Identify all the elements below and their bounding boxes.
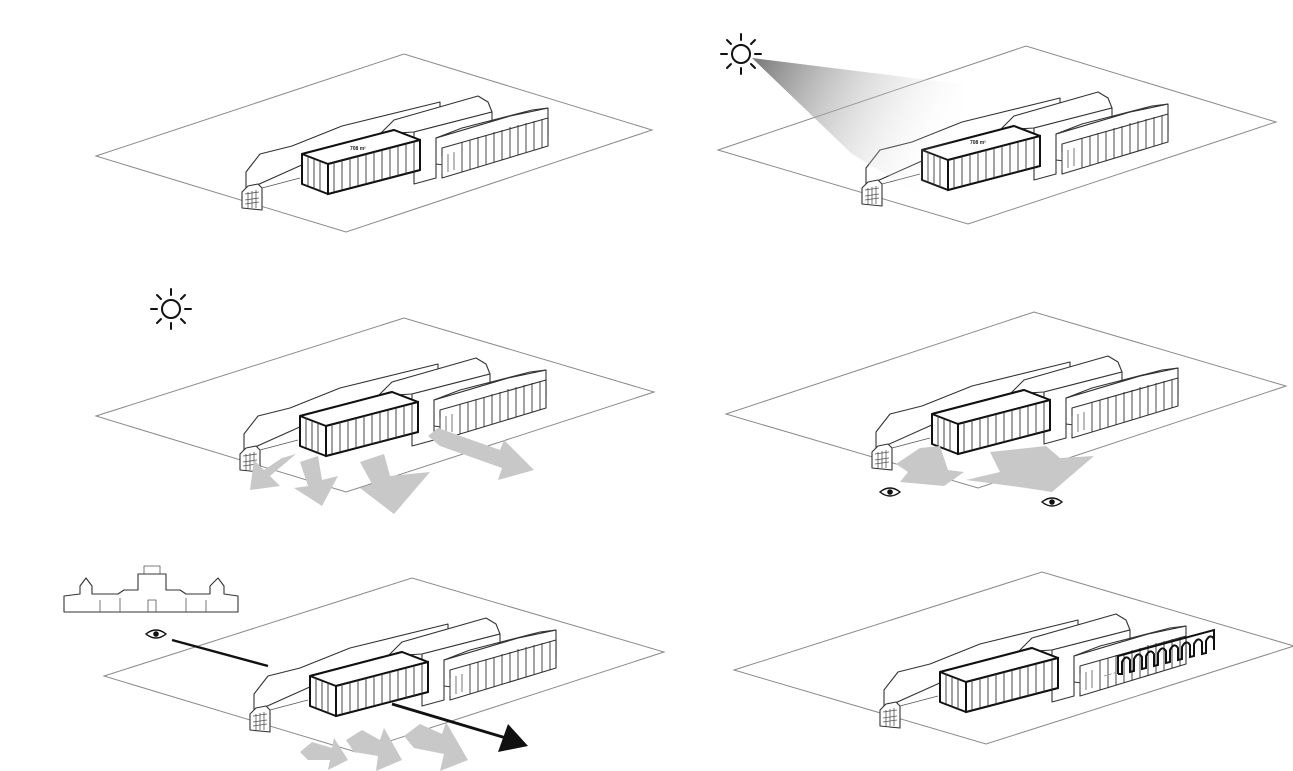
area-label: 708 m²	[350, 146, 366, 152]
panel-5-view-axis	[64, 566, 664, 771]
sun-light-cone	[752, 58, 968, 224]
panel-1-site-context: 708 m²	[96, 54, 652, 232]
view-axis-line	[172, 640, 268, 666]
area-label: 708 m²	[970, 140, 986, 146]
eye-icon	[146, 630, 166, 638]
wind-arrow-icon	[300, 722, 468, 771]
panel-3-wind-flows	[96, 289, 654, 514]
building-complex	[250, 618, 556, 732]
building-complex	[242, 96, 548, 210]
building-complex	[880, 614, 1186, 728]
panel-6-arcade-extension	[734, 572, 1293, 744]
wind-arrow-icon	[896, 446, 1094, 492]
sun-icon	[721, 34, 761, 74]
eye-icon	[880, 488, 900, 496]
wind-arrow-icon	[250, 428, 534, 514]
panel-4-visual-access	[726, 312, 1286, 506]
eye-icon	[1042, 498, 1062, 506]
sun-icon	[151, 289, 191, 329]
facade-elevation-icon	[64, 566, 238, 612]
panel-2-sun-exposure: 708 m²	[718, 34, 1276, 224]
